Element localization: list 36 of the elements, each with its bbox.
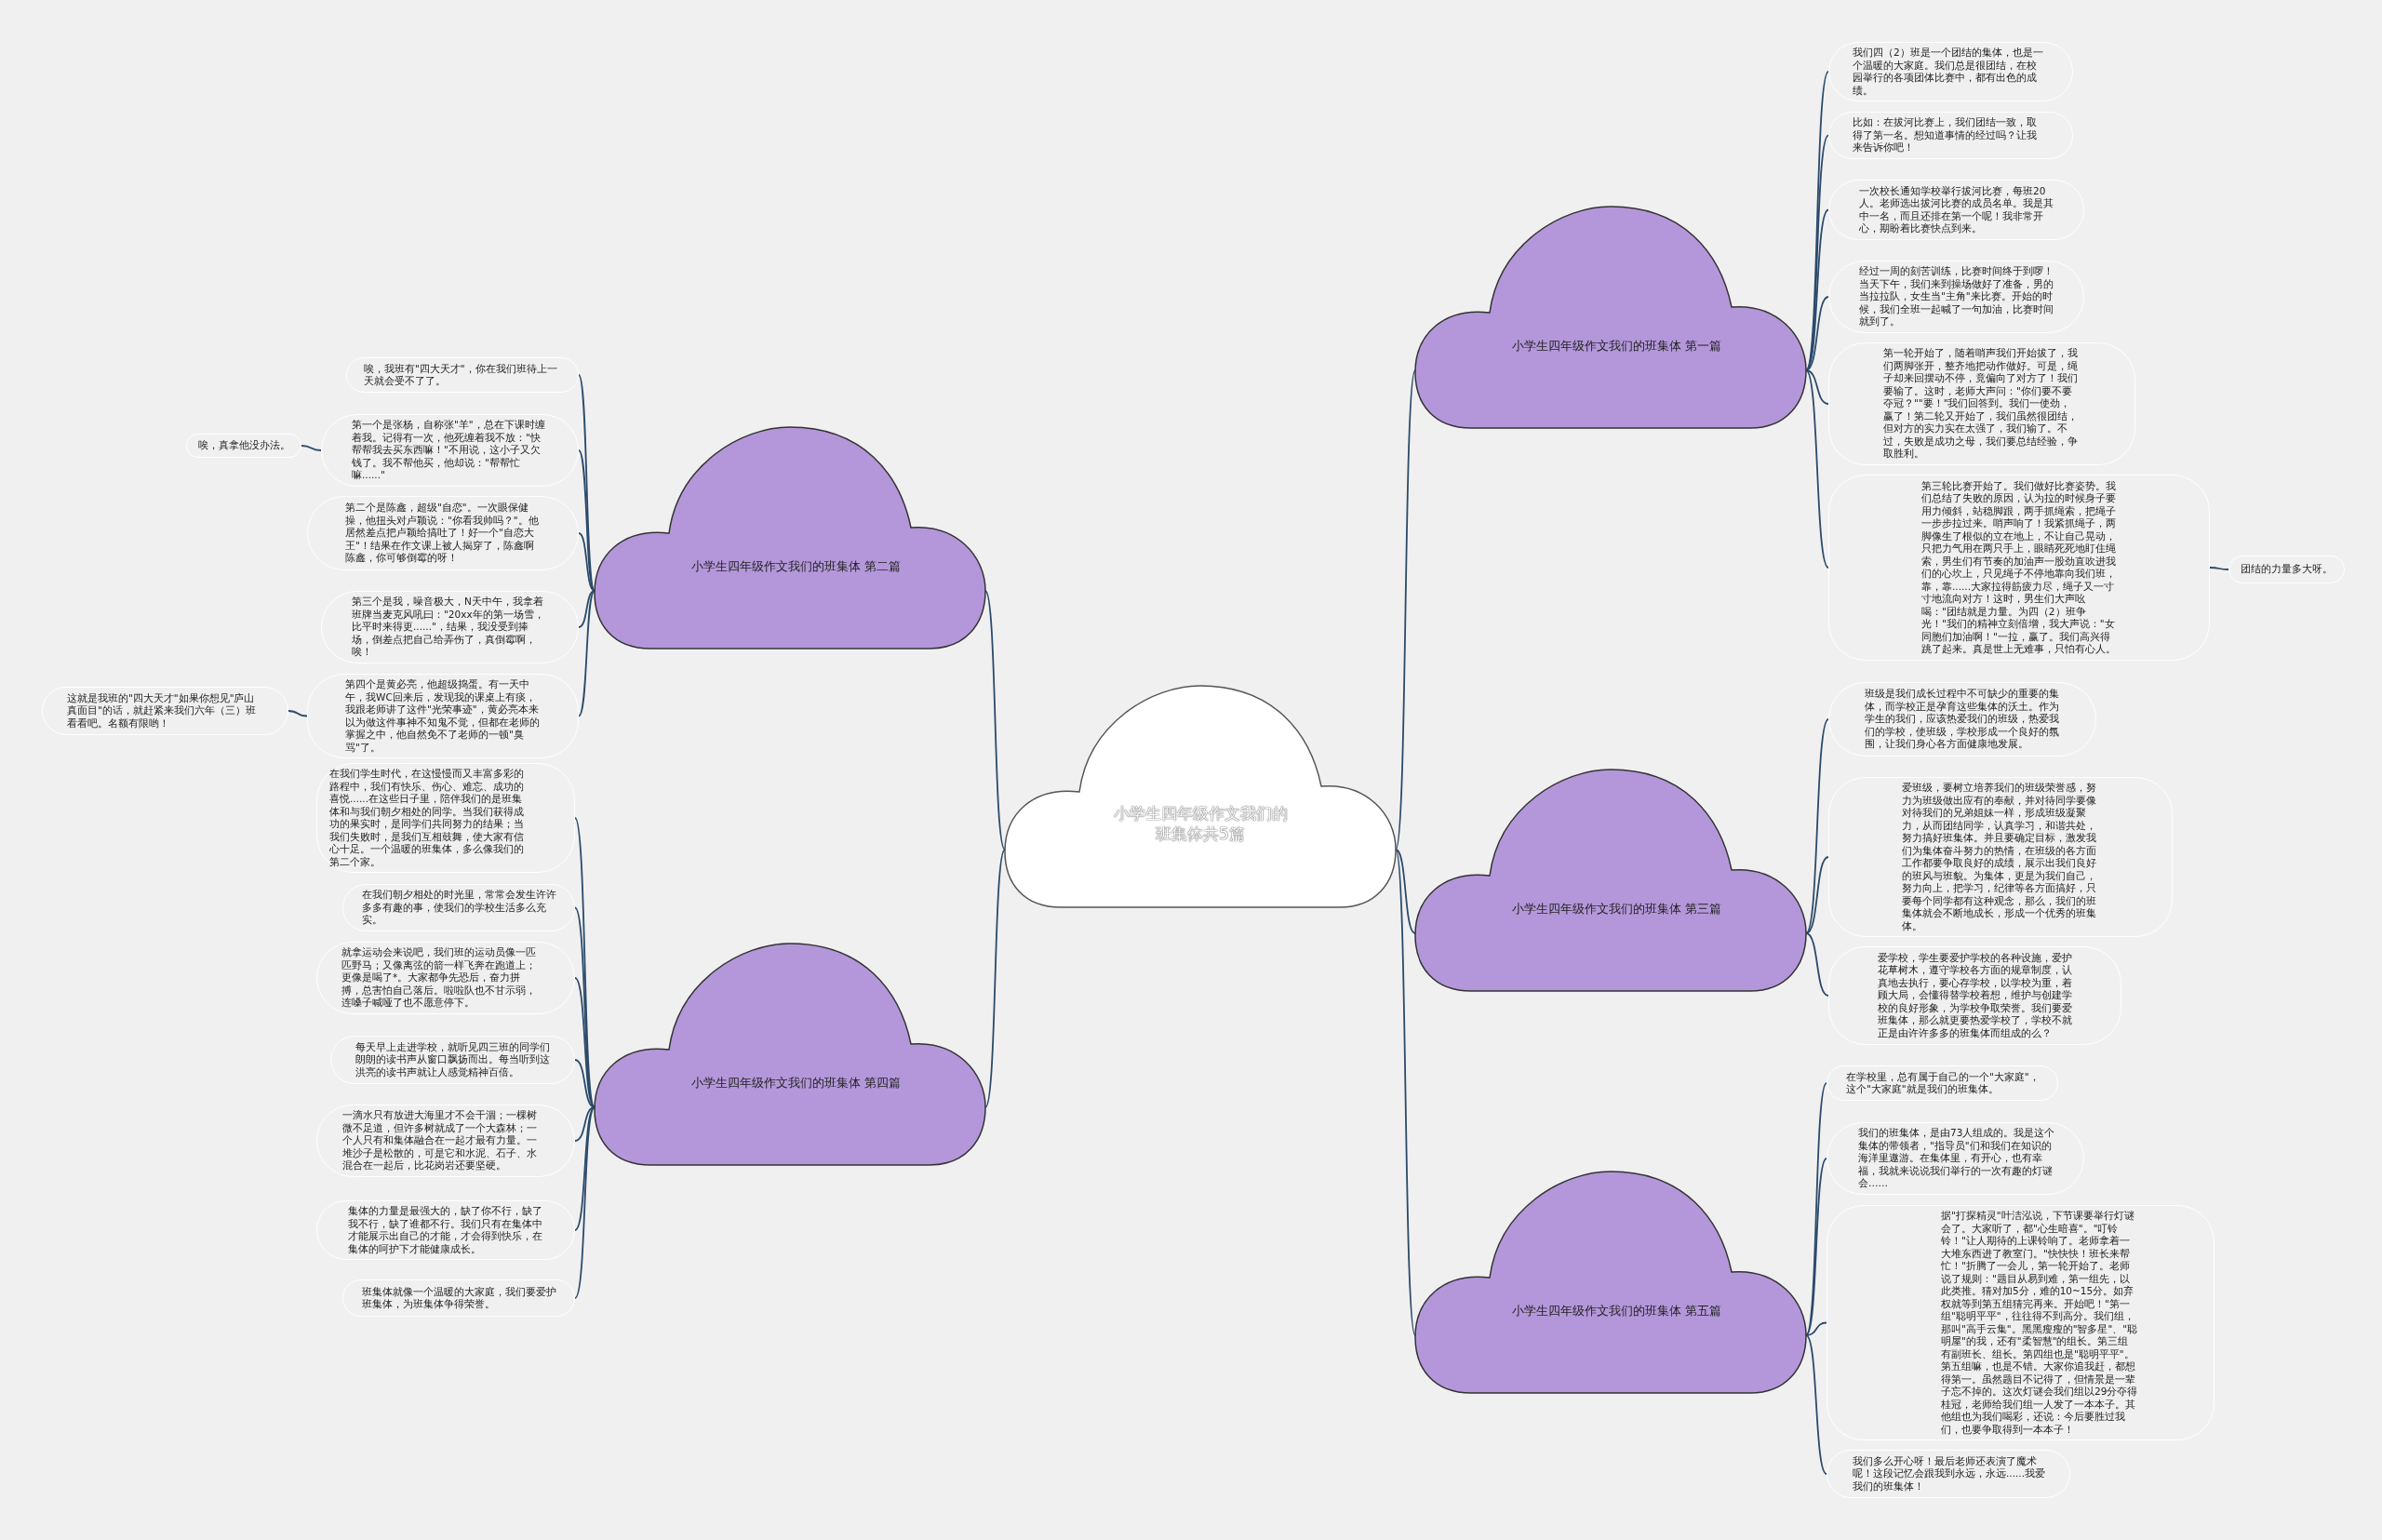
- connector-line: [1805, 932, 1829, 997]
- connector-line: [578, 532, 596, 592]
- note-bubble: 第四个是黄必亮，他超级捣蛋。有一天中午，我WC回来后，发现我的课桌上有痰，我跟老师讲了这件"光荣事迹"，黄必亮本来以为做这件事神不知鬼不觉，但都在老师的掌握之中，他自然免不了老师的一顿"臭骂"了。: [307, 674, 579, 758]
- connector-line: [574, 1059, 596, 1108]
- connector-line: [1395, 849, 1416, 934]
- connector-line: [301, 445, 322, 451]
- note-bubble: 第一轮开始了，随着哨声我们开始拔了，我们两脚张开，整齐地把动作做好。可是，绳子却来回摆动不停，竟偏向了对方了！我们要输了。这时，老师大声问："你们要不要夺冠？""要！"我们回答到。我们一使劲，赢了！第二轮又开始了，我们虽然很团结，但对方的实力实在太强了，我们输了。不过，失败是成功之母，我们要总结经验，争取胜利。: [1828, 342, 2135, 465]
- connector-line: [1805, 1158, 1827, 1336]
- note-bubble: 在我们学生时代，在这慢慢而又丰富多彩的路程中，我们有快乐、伤心、难忘、成功的喜悦......在这些日子里，陪伴我们的是班集体和与我们朝夕相处的同学。当我们获得成功的果实时，是同学们共同努力的结果；当我们失败时，是我们互相鼓舞，使大家有信心十足。一个温暖的班集体，多么像我们的第二个家。: [316, 763, 575, 873]
- connector-line: [1805, 1321, 1827, 1336]
- connector-line: [574, 977, 596, 1108]
- connector-line: [1805, 296, 1829, 371]
- note-bubble: 爱学校，学生要爱护学校的各种设施，爱护花草树木，遵守学校各方面的规章制度，认真地去执行，要心存学校，以学校为重，着顾大局，会懂得替学校着想，维护与创建学校的良好形象，为学校争取荣誉。我们要爱班集体，那么就更要热爱学校了，学校不就正是由许许多多的班集体而组成的么？: [1828, 946, 2121, 1045]
- connector-line: [1805, 1334, 1827, 1475]
- connector-line: [288, 710, 308, 717]
- connector-line: [1805, 369, 1829, 405]
- connector-line: [578, 449, 596, 592]
- connector-line: [578, 590, 596, 717]
- note-bubble: 据"打探精灵"叶洁泓说，下节课要举行灯谜会了。大家听了，都"心生暗喜"。"叮铃铃！"让人期待的上课铃响了。老师拿着一大堆东西进了教室门。"快快快！班长来帮忙！"折腾了一会儿，第一轮开始了。老师说了规则："题目从易到难，第一组先，以此类推。猜对加5分，难的10~15分。如弃权就等到第五组猜完再来。开始吧！"第一组"聪明平平"，往往得不到高分。我们组，那叫"高手云集"。黑黑瘦瘦的"智多星"、"聪明屋"的我，还有"柔智慧"的组长。第三组有副班长、组长。第四组也是"聪明平平"。第五组嘛，也是不错。大家你追我赶，都想得第一。虽然题目不记得了，但情景是一辈子忘不掉的。这次灯谜会我们组以29分夺得桂冠，老师给我们组一人发了一本本子。其他组也为我们喝彩，还说：今后要胜过我们，也要争取得到一本本子！: [1827, 1205, 2215, 1440]
- connector-line: [1805, 718, 1829, 934]
- topic-title: 小学生四年级作文我们的班集体共5篇: [1112, 803, 1289, 844]
- connector-line: [574, 1106, 596, 1142]
- topic-title: 小学生四年级作文我们的班集体 第三篇: [1512, 901, 1722, 917]
- note-bubble: 第三轮比赛开始了。我们做好比赛姿势。我们总结了失败的原因，认为拉的时候身子要用力倾斜，站稳脚跟，两手抓绳索，把绳子一步步拉过来。哨声响了！我紧抓绳子，两脚像生了根似的立在地上，不让自己晃动，只把力气用在两只手上，眼睛死死地盯住绳索，男生们有节奏的加油声一股劲直吹进我们的心坎上，只见绳子不停地靠向我们班，靠，靠......大家拉得筋疲力尽，绳子又一寸寸地流向对方！这时，男生们大声吆喝："团结就是力量。为四（2）班争光！"我们的精神立刻倍增，我大声说："女同胞们加油啊！"一拉，赢了。我们高兴得跳了起来。真是世上无难事，只怕有心人。: [1828, 475, 2210, 661]
- connector-line: [984, 590, 1006, 850]
- connector-line: [1805, 1082, 1827, 1336]
- connector-line: [2209, 567, 2229, 570]
- topic-title: 小学生四年级作文我们的班集体 第五篇: [1512, 1303, 1722, 1319]
- note-bubble: 爱班级，要树立培养我们的班级荣誉感，努力为班级做出应有的奉献，并对待同学要像对待我们的兄弟姐妹一样，形成班级凝聚力，从而团结同学，认真学习，和谐共处，努力搞好班集体。并且要确定目标，激发我们为集体奋斗努力的热情，在班级的各方面工作都要争取良好的成绩，展示出我们良好的班风与班貌。为集体，更是为我们自己，努力向上，把学习，纪律等各方面搞好，只要每个同学都有这种观念，那么，我们的班集体就会不断地成长，形成一个优秀的班集体。: [1828, 777, 2173, 937]
- topic-title: 小学生四年级作文我们的班集体 第一篇: [1512, 338, 1722, 354]
- connector-line: [1805, 369, 1829, 569]
- connector-line: [578, 590, 596, 628]
- topic-title: 小学生四年级作文我们的班集体 第四篇: [691, 1075, 902, 1091]
- topic-title: 小学生四年级作文我们的班集体 第二篇: [691, 558, 902, 574]
- connector-line: [1805, 856, 1829, 934]
- connector-line: [984, 849, 1006, 1108]
